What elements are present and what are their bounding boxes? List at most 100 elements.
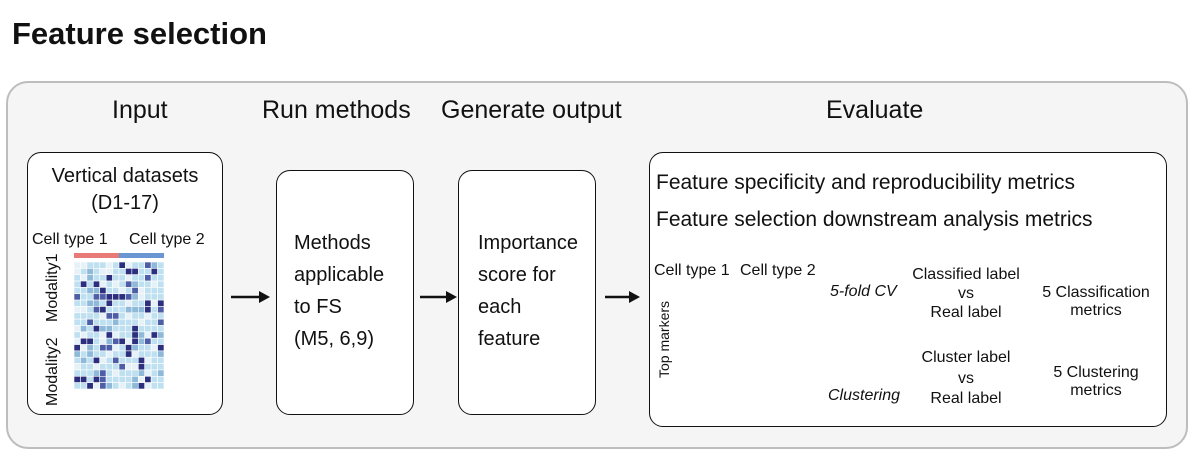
cell-type-2-bar: [119, 253, 164, 258]
clustering-metrics-line-2: metrics: [1070, 382, 1122, 399]
heatmap-cell: [144, 299, 152, 307]
heatmap-cell: [137, 306, 146, 314]
heatmap-cell: [125, 344, 133, 352]
metric-specificity-label: Feature specificity and reproducibility …: [656, 171, 1075, 194]
heatmap-cell: [73, 318, 81, 326]
heatmap-cell: [157, 325, 165, 333]
arrow-methods-to-output: [420, 291, 457, 303]
heatmap-cell: [105, 356, 113, 364]
heatmap-cell: [92, 331, 101, 339]
heatmap-cell: [150, 299, 158, 307]
heatmap-cell: [112, 299, 120, 307]
marker-cell-type-1-label: Cell type 1: [654, 262, 730, 279]
heatmap-cell: [137, 375, 146, 383]
heatmap-cell: [86, 312, 94, 320]
heatmap-cell: [125, 325, 133, 333]
heatmap-cell: [105, 280, 113, 288]
heatmap-cell: [137, 274, 146, 282]
heatmap-cell: [118, 344, 126, 352]
heatmap-cell: [144, 331, 152, 339]
heatmap-cell: [144, 375, 152, 383]
heatmap-cell: [92, 375, 101, 383]
heatmap-cell: [80, 369, 88, 377]
cv-label: 5-fold CV: [830, 283, 897, 300]
heatmap-cell: [105, 337, 113, 345]
heatmap-cell: [105, 261, 113, 269]
heatmap-cell: [92, 350, 101, 358]
heatmap-cell: [125, 331, 133, 339]
heatmap-cell: [131, 344, 139, 352]
heatmap-cell: [137, 261, 146, 269]
heatmap-cell: [92, 261, 101, 269]
heatmap-cell: [137, 299, 146, 307]
heatmap-cell: [112, 325, 120, 333]
heatmap-cell: [92, 363, 101, 371]
heatmap-cell: [73, 274, 81, 282]
heatmap-cell: [80, 375, 88, 383]
heatmap-cell: [92, 337, 101, 345]
heatmap-cell: [125, 268, 133, 276]
heatmap-cell: [99, 306, 107, 314]
heatmap-cell: [157, 382, 165, 390]
heatmap-cell: [73, 337, 81, 345]
real-label-2: Real label: [930, 390, 1002, 407]
heatmap-cell: [80, 363, 88, 371]
heatmap-cell: [144, 293, 152, 301]
heatmap-cell: [144, 287, 152, 295]
heatmap-cell: [118, 280, 126, 288]
modality1-label: Modality1: [44, 253, 61, 322]
heatmap-cell: [73, 306, 81, 314]
heatmap-cell: [125, 375, 133, 383]
heatmap-cell: [86, 299, 94, 307]
heatmap-cell: [92, 306, 101, 314]
heatmap-cell: [99, 369, 107, 377]
heatmap-cell: [105, 350, 113, 358]
heatmap-cell: [92, 280, 101, 288]
heatmap-cell: [125, 350, 133, 358]
heatmap-cell: [144, 350, 152, 358]
heatmap-cell: [125, 356, 133, 364]
heatmap-cell: [118, 363, 126, 371]
heatmap-cell: [105, 306, 113, 314]
heatmap-cell: [157, 375, 165, 383]
heatmap-cell: [150, 382, 158, 390]
heatmap-cell: [157, 337, 165, 345]
heatmap-cell: [73, 325, 81, 333]
cell-type-1-bar: [74, 253, 119, 258]
heatmap-cell: [137, 280, 146, 288]
heatmap-cell: [86, 344, 94, 352]
heatmap-cell: [105, 331, 113, 339]
heatmap-cell: [99, 375, 107, 383]
heatmap-cell: [118, 274, 126, 282]
heatmap-cell: [125, 369, 133, 377]
heatmap-cell: [80, 287, 88, 295]
heatmap-cell: [73, 280, 81, 288]
heatmap-cell: [86, 287, 94, 295]
heatmap-cell: [73, 312, 81, 320]
heatmap-cell: [73, 293, 81, 301]
heatmap-cell: [73, 331, 81, 339]
heatmap-cell: [105, 268, 113, 276]
heatmap-cell: [86, 325, 94, 333]
heatmap-cell: [125, 318, 133, 326]
classification-metrics-line-1: 5 Classification: [1042, 284, 1150, 301]
heatmap-cell: [112, 268, 120, 276]
heatmap-cell: [137, 363, 146, 371]
heatmap-cell: [112, 382, 120, 390]
heatmap-cell: [112, 337, 120, 345]
heatmap-cell: [92, 299, 101, 307]
heatmap-cell: [157, 344, 165, 352]
heatmap-cell: [137, 344, 146, 352]
heatmap-cell: [125, 363, 133, 371]
heatmap-cell: [150, 356, 158, 364]
heatmap-cell: [137, 369, 146, 377]
heatmap-cell: [150, 274, 158, 282]
heatmap-cell: [80, 268, 88, 276]
heatmap-cell: [118, 337, 126, 345]
heatmap-cell: [144, 280, 152, 288]
heatmap-cell: [86, 350, 94, 358]
vertical-datasets-label: Vertical datasets: [51, 165, 199, 187]
heatmap-cell: [112, 293, 120, 301]
step-run-methods-label: Run methods: [262, 96, 411, 124]
heatmap-cell: [118, 350, 126, 358]
